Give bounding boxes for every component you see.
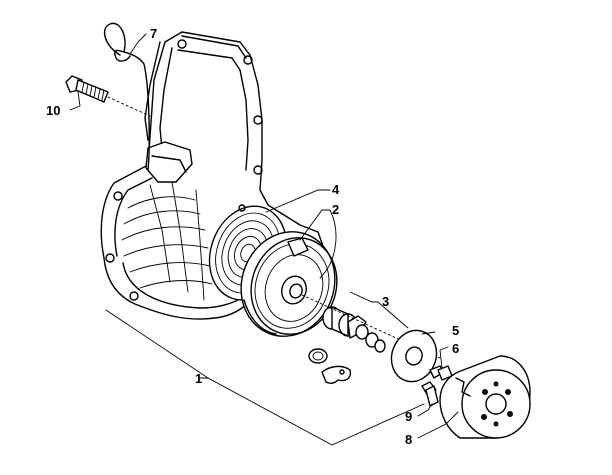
callout-4: 4 (332, 182, 340, 197)
pawl-and-clip (308, 348, 352, 385)
callout-7: 7 (150, 26, 157, 41)
cup-bolt (421, 381, 439, 407)
callout-5: 5 (452, 323, 459, 338)
callout-3: 3 (382, 294, 389, 309)
pawl-bushing-set (301, 294, 441, 359)
friction-plate (390, 329, 438, 383)
callout-10: 10 (46, 103, 60, 118)
callout-2: 2 (332, 202, 339, 217)
callout-1: 1 (195, 371, 202, 386)
leader-lines (69, 33, 459, 446)
housing-bolt (65, 75, 151, 117)
callout-6: 6 (452, 341, 459, 356)
cord-loop (103, 22, 150, 171)
callout-8: 8 (405, 432, 412, 447)
rope-pulley (240, 231, 338, 337)
callout-9: 9 (405, 409, 412, 424)
starter-cup (439, 355, 531, 439)
